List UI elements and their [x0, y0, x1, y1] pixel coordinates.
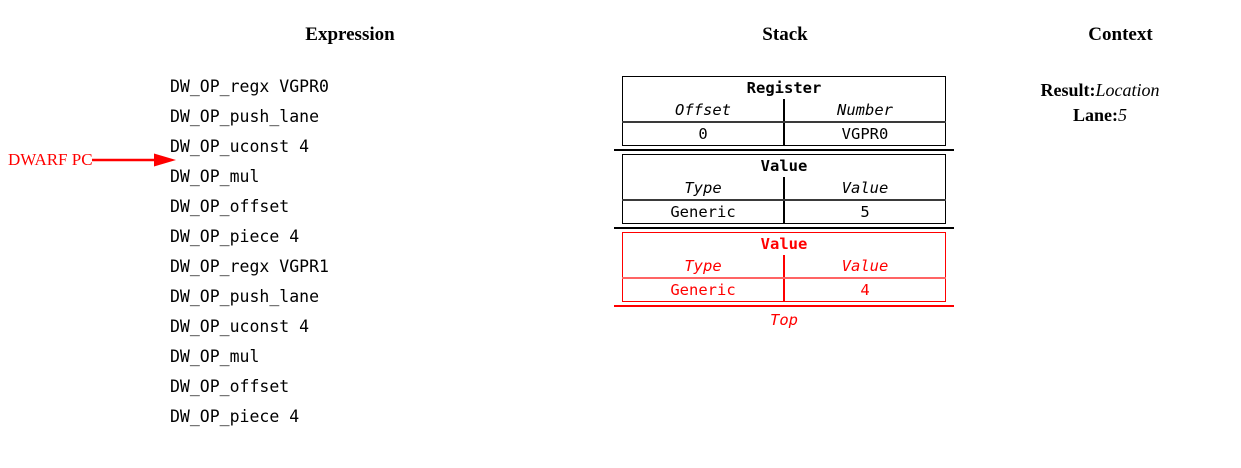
stack-frame-value: 4 [860, 281, 870, 299]
context-column: Context Result:Location Lane:5 [1000, 0, 1241, 468]
stack-frame-value-generic-5: Value Type Value Generic 5 [622, 154, 946, 224]
table-row: Generic 4 [622, 278, 946, 302]
expression-operation: DW_OP_offset [170, 197, 290, 216]
stack-frame-title: Value [760, 157, 808, 175]
expression-operation-list: DW_OP_regx VGPR0 DW_OP_push_lane DW_OP_u… [170, 72, 329, 432]
table-row: 0 VGPR0 [622, 122, 946, 146]
stack-frame-table: Value Type Value Generic 4 [622, 232, 946, 302]
table-row: Generic 5 [622, 200, 946, 224]
stack-column: Stack Register Offset Number 0 VGPR0 [600, 0, 1000, 468]
stack-column-heading: Stack [762, 24, 808, 45]
context-column-heading: Context [1088, 24, 1153, 45]
stack-frame-separator [614, 149, 954, 151]
context-entry-value: 5 [1118, 105, 1127, 125]
expression-operation: DW_OP_piece 4 [170, 227, 300, 246]
stack-frame-column-header: Type [622, 255, 785, 279]
table-row: Type Value [622, 177, 946, 201]
stack-frame-title: Register [746, 79, 822, 97]
stack-frame-top: Value Type Value Generic 4 Top [614, 232, 954, 330]
context-entry-result: Result:Location [1000, 78, 1200, 103]
stack-frame-value: 0 [622, 122, 785, 146]
context-entry-list: Result:Location Lane:5 [1000, 78, 1200, 128]
stack-frame-column-header: Value [784, 177, 946, 201]
stack-frame-table: Value Type Value Generic 5 [622, 154, 946, 224]
stack-frame-column-header: Offset [622, 99, 785, 123]
context-entry-key: Result: [1040, 80, 1096, 100]
dwarf-pc-pointer: DWARF PC [8, 150, 178, 170]
expression-operation: DW_OP_push_lane [170, 107, 320, 126]
context-entry-value: Location [1095, 80, 1160, 100]
stack-frame-column-header: Number [784, 99, 946, 123]
stack-frame-value: Generic [622, 278, 785, 302]
stack-frame-list: Register Offset Number 0 VGPR0 Value [614, 76, 954, 330]
stack-frame-table: Register Offset Number 0 VGPR0 [622, 76, 946, 146]
expression-column: Expression DW_OP_regx VGPR0 DW_OP_push_l… [0, 0, 600, 468]
context-entry-key: Lane: [1073, 105, 1118, 125]
stack-top-separator [614, 305, 954, 307]
expression-operation: DW_OP_push_lane [170, 287, 320, 306]
stack-frame-title: Value [760, 235, 808, 253]
stack-frame-column-header: Type [622, 177, 785, 201]
expression-operation: DW_OP_uconst 4 [170, 317, 310, 336]
stack-frame-value: VGPR0 [841, 125, 889, 143]
expression-operation: DW_OP_offset [170, 377, 290, 396]
stack-frame-value: Generic [622, 200, 785, 224]
dwarf-pc-label: DWARF PC [8, 150, 93, 169]
right-arrow-icon [91, 153, 176, 167]
expression-operation: DW_OP_piece 4 [170, 407, 300, 426]
table-row: Type Value [622, 255, 946, 279]
expression-operation: DW_OP_regx VGPR0 [170, 77, 329, 96]
stack-frame-value: 5 [860, 203, 870, 221]
stack-top-label: Top [770, 311, 798, 329]
expression-operation: DW_OP_mul [170, 347, 260, 366]
table-row: Offset Number [622, 99, 946, 123]
stack-frame-column-header: Value [784, 255, 946, 279]
stack-frame-register: Register Offset Number 0 VGPR0 [622, 76, 946, 146]
expression-operation: DW_OP_uconst 4 [170, 137, 310, 156]
expression-operation: DW_OP_regx VGPR1 [170, 257, 329, 276]
stack-frame-separator [614, 227, 954, 229]
expression-operation: DW_OP_mul [170, 167, 260, 186]
table-row: Register [623, 77, 946, 100]
table-row: Value [623, 233, 946, 256]
context-entry-lane: Lane:5 [1000, 103, 1200, 128]
expression-column-heading: Expression [305, 24, 395, 45]
table-row: Value [623, 155, 946, 178]
